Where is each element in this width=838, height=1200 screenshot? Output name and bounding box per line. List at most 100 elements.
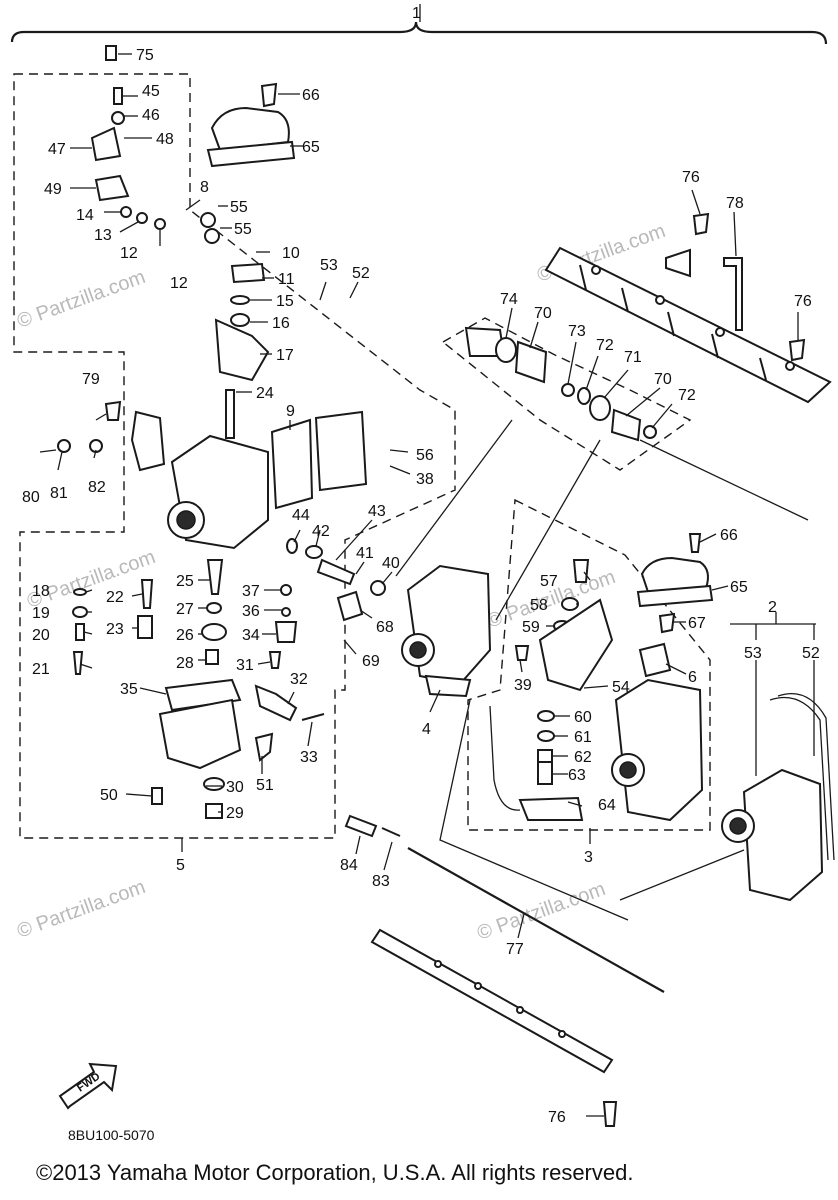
callout-23: 23: [106, 621, 124, 638]
carburetor-body-center: [401, 564, 492, 698]
throttle-shaft: [344, 814, 665, 993]
watermark: © Partzilla.com: [24, 546, 158, 613]
callout-73: 73: [568, 323, 586, 340]
leader-lines: [39, 4, 816, 1117]
callout-17: 17: [276, 347, 294, 364]
callout-12b: 12: [170, 275, 188, 292]
callout-61: 61: [574, 729, 592, 746]
carburetor-body-right: [611, 678, 704, 822]
callout-42: 42: [312, 523, 330, 540]
callout-32: 32: [290, 671, 308, 688]
callout-22: 22: [106, 589, 124, 606]
watermark: © Partzilla.com: [14, 266, 148, 333]
callout-11: 11: [278, 271, 295, 288]
group-outline-3: [467, 498, 711, 831]
callout-30: 30: [226, 779, 244, 796]
carburetor-assembly-2: [721, 692, 835, 902]
callout-44: 44: [292, 507, 310, 524]
callout-14: 14: [76, 207, 94, 224]
callout-53a: 53: [320, 257, 338, 274]
callout-38: 38: [416, 471, 434, 488]
watermark: © Partzilla.com: [14, 876, 148, 943]
callout-18: 18: [32, 583, 50, 600]
watermark: © Partzilla.com: [474, 878, 608, 945]
callout-70b: 70: [654, 371, 672, 388]
copyright-notice: ©2013 Yamaha Motor Corporation, U.S.A. A…: [36, 1160, 634, 1185]
callout-numbers: 1 2 3 4 5 6 8 9 10 11 12 12 13 14 15 16 …: [22, 5, 820, 1126]
callout-43: 43: [368, 503, 386, 520]
callout-27: 27: [176, 601, 194, 618]
assembly-bracket-1: [10, 21, 828, 45]
callout-50: 50: [100, 787, 118, 804]
callout-10: 10: [282, 245, 300, 262]
diagram-code: 8BU100-5070: [68, 1127, 155, 1143]
callout-48: 48: [156, 131, 174, 148]
callout-75: 75: [136, 47, 154, 64]
callout-64: 64: [598, 797, 616, 814]
lower-mounting-plate: [370, 928, 618, 1127]
carburetor-body-left: [167, 389, 368, 550]
callout-69: 69: [362, 653, 380, 670]
callout-9: 9: [286, 403, 295, 420]
callout-29: 29: [226, 805, 244, 822]
small-parts: [57, 45, 806, 821]
callout-84: 84: [340, 857, 358, 874]
group-outline-5: [13, 73, 456, 839]
callout-79: 79: [82, 371, 100, 388]
callout-1: 1: [412, 5, 421, 22]
callout-33: 33: [300, 749, 318, 766]
callout-24: 24: [256, 385, 274, 402]
callout-76c: 76: [548, 1109, 566, 1126]
callout-46: 46: [142, 107, 160, 124]
callout-70a: 70: [534, 305, 552, 322]
callout-36: 36: [242, 603, 260, 620]
callout-26: 26: [176, 627, 194, 644]
top-cover: [206, 106, 296, 168]
callout-72a: 72: [596, 337, 614, 354]
top-cover-right: [636, 556, 714, 608]
callout-76b: 76: [794, 293, 812, 310]
callout-49: 49: [44, 181, 62, 198]
callout-15: 15: [276, 293, 294, 310]
callout-45: 45: [142, 83, 160, 100]
callout-21: 21: [32, 661, 50, 678]
throttle-cable-bracket: [639, 248, 809, 521]
callout-65a: 65: [302, 139, 320, 156]
callout-19: 19: [32, 605, 50, 622]
callout-81: 81: [50, 485, 68, 502]
callout-58: 58: [530, 597, 548, 614]
callout-55b: 55: [234, 221, 252, 238]
callout-5: 5: [176, 857, 185, 874]
callout-80: 80: [22, 489, 40, 506]
callout-63: 63: [568, 767, 586, 784]
callout-57: 57: [540, 573, 558, 590]
callout-78: 78: [726, 195, 744, 212]
forward-arrow-icon: FWD: [58, 1062, 118, 1110]
callout-55a: 55: [230, 199, 248, 216]
callout-25: 25: [176, 573, 194, 590]
callout-4: 4: [422, 721, 431, 738]
callout-2: 2: [768, 599, 777, 616]
callout-62: 62: [574, 749, 592, 766]
callout-83: 83: [372, 873, 390, 890]
carburetor-mounting-plate: [544, 246, 832, 404]
callout-3: 3: [584, 849, 593, 866]
callout-60: 60: [574, 709, 592, 726]
callout-66a: 66: [302, 87, 320, 104]
callout-51: 51: [256, 777, 274, 794]
callout-20: 20: [32, 627, 50, 644]
float-bowl: [158, 678, 242, 770]
callout-34: 34: [242, 627, 260, 644]
callout-82: 82: [88, 479, 106, 496]
callout-66b: 66: [720, 527, 738, 544]
callout-35: 35: [120, 681, 138, 698]
callout-31: 31: [236, 657, 254, 674]
callout-71: 71: [624, 349, 642, 366]
callout-52b: 52: [802, 645, 820, 662]
group-outline-linkage: [441, 317, 692, 471]
callout-76a: 76: [682, 169, 700, 186]
callout-53b: 53: [744, 645, 762, 662]
callout-6: 6: [688, 669, 697, 686]
callout-56: 56: [416, 447, 434, 464]
